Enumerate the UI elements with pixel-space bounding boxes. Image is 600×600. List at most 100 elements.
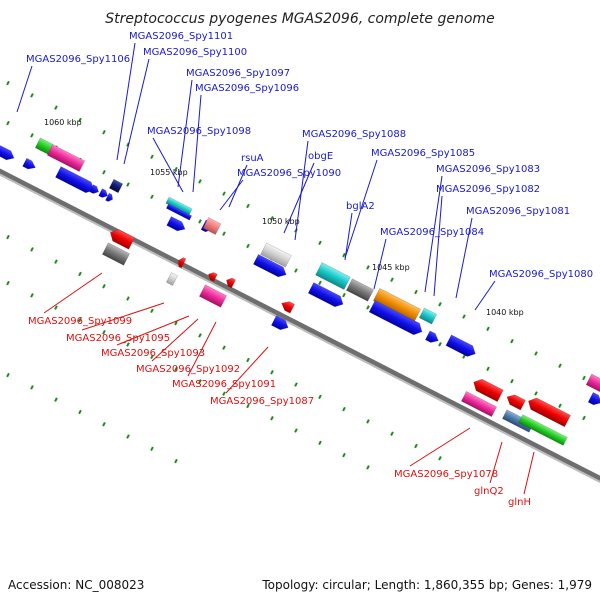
gene-red-2[interactable] bbox=[471, 376, 504, 402]
gene-red-3[interactable] bbox=[525, 395, 571, 428]
gene-blue-8[interactable] bbox=[445, 334, 478, 359]
tick-mark bbox=[246, 243, 250, 249]
tick-mark bbox=[30, 293, 34, 298]
gene-arrow-left-edge[interactable] bbox=[0, 145, 16, 162]
gene-blue-1[interactable] bbox=[55, 166, 96, 196]
tick-mark bbox=[54, 305, 58, 310]
gene-red-small-1[interactable] bbox=[176, 256, 187, 269]
bottom-gene-label[interactable]: MGAS2096_Spy1091 bbox=[172, 379, 276, 390]
gene-green-1[interactable] bbox=[34, 137, 54, 155]
top-gene-label[interactable]: MGAS2096_Spy1100 bbox=[143, 47, 247, 58]
tick-mark bbox=[270, 216, 274, 221]
tick-mark bbox=[102, 284, 106, 289]
leader-line bbox=[373, 238, 387, 290]
tick-mark bbox=[366, 305, 370, 310]
gene-blue-small-6[interactable] bbox=[425, 330, 440, 345]
tick-mark bbox=[78, 409, 82, 415]
gene-pink-1[interactable] bbox=[46, 144, 86, 172]
gene-gray-1[interactable] bbox=[102, 242, 130, 266]
top-gene-label[interactable]: MGAS2096_Spy1088 bbox=[302, 129, 406, 140]
bottom-gene-label[interactable]: MGAS2096_Spy1087 bbox=[210, 396, 314, 407]
gene-pink-2[interactable] bbox=[199, 284, 227, 308]
gene-small-blue-1[interactable] bbox=[22, 157, 38, 171]
tick-mark bbox=[174, 320, 178, 326]
tick-mark bbox=[294, 268, 298, 273]
gene-blue-5[interactable] bbox=[271, 315, 290, 332]
tick-mark bbox=[222, 345, 226, 350]
gene-cyan-3[interactable] bbox=[418, 307, 438, 325]
gene-blue-thin-1[interactable] bbox=[165, 203, 193, 221]
top-gene-label[interactable]: rsuA bbox=[241, 153, 264, 164]
bottom-gene-label[interactable]: glnQ2 bbox=[474, 486, 504, 497]
gene-blue-6[interactable] bbox=[307, 282, 346, 309]
gene-blue-4[interactable] bbox=[253, 254, 288, 279]
top-gene-label[interactable]: MGAS2096_Spy1106 bbox=[26, 54, 130, 65]
top-gene-label[interactable]: bglA2 bbox=[346, 201, 375, 212]
tick-mark bbox=[78, 117, 82, 123]
gene-navy-1[interactable] bbox=[108, 178, 124, 194]
scale-label: 1050 kbp bbox=[262, 217, 300, 226]
tick-mark bbox=[6, 372, 10, 378]
leader-line bbox=[455, 217, 473, 299]
tick-mark bbox=[198, 179, 202, 184]
bottom-gene-label[interactable]: MGAS2096_Spy1092 bbox=[136, 364, 240, 375]
tick-mark bbox=[294, 382, 298, 387]
gene-tiny-blue-3[interactable] bbox=[105, 192, 115, 203]
gene-pink-edge[interactable] bbox=[585, 373, 600, 393]
tick-mark bbox=[438, 342, 442, 347]
bottom-gene-label[interactable]: MGAS2096_Spy1093 bbox=[101, 348, 205, 359]
gene-cyan-2[interactable] bbox=[315, 262, 351, 290]
tick-mark bbox=[78, 271, 82, 277]
leader-line bbox=[177, 79, 193, 188]
tick-mark bbox=[54, 105, 58, 110]
gene-red-small-5[interactable] bbox=[504, 392, 526, 411]
tick-mark bbox=[126, 342, 130, 347]
top-gene-label[interactable]: MGAS2096_Spy1081 bbox=[466, 206, 570, 217]
gene-blue-edge[interactable] bbox=[587, 392, 600, 407]
top-gene-label[interactable]: MGAS2096_Spy1101 bbox=[129, 31, 233, 42]
tick-mark bbox=[270, 370, 274, 375]
gene-gray-2[interactable] bbox=[346, 278, 374, 302]
top-gene-label[interactable]: MGAS2096_Spy1090 bbox=[237, 168, 341, 179]
tick-mark bbox=[534, 391, 538, 396]
gene-salmon-1[interactable] bbox=[202, 217, 222, 235]
bottom-gene-label[interactable]: MGAS2096_Spy1099 bbox=[28, 316, 132, 327]
gene-red-small-3[interactable] bbox=[224, 276, 236, 289]
tick-mark bbox=[414, 443, 418, 449]
gene-tiny-blue-2[interactable] bbox=[98, 188, 110, 200]
top-gene-label[interactable]: MGAS2096_Spy1083 bbox=[436, 164, 540, 175]
bottom-gene-label[interactable]: MGAS2096_Spy1078 bbox=[394, 469, 498, 480]
top-gene-label[interactable]: MGAS2096_Spy1085 bbox=[371, 148, 475, 159]
top-gene-label[interactable]: MGAS2096_Spy1096 bbox=[195, 83, 299, 94]
tick-mark bbox=[462, 354, 466, 359]
leader-line bbox=[344, 212, 353, 261]
tick-mark bbox=[102, 330, 106, 335]
gene-blue-7[interactable] bbox=[368, 300, 425, 337]
top-gene-label[interactable]: MGAS2096_Spy1080 bbox=[489, 269, 593, 280]
gene-red-small-2[interactable] bbox=[207, 271, 218, 282]
gene-tiny-blue-1[interactable] bbox=[89, 184, 101, 196]
tick-mark bbox=[102, 130, 106, 135]
gene-lightgray-1[interactable] bbox=[166, 272, 178, 286]
accession-text: Accession: NC_008023 bbox=[8, 578, 145, 592]
top-gene-label[interactable]: MGAS2096_Spy1097 bbox=[186, 68, 290, 79]
scale-label: 1045 kbp bbox=[372, 263, 410, 272]
gene-green-2[interactable] bbox=[518, 414, 568, 446]
bottom-gene-label[interactable]: MGAS2096_Spy1095 bbox=[66, 333, 170, 344]
top-gene-label[interactable]: MGAS2096_Spy1084 bbox=[380, 227, 484, 238]
gene-red-small-4[interactable] bbox=[279, 299, 295, 314]
tick-mark bbox=[78, 317, 82, 323]
top-gene-label[interactable]: MGAS2096_Spy1098 bbox=[147, 126, 251, 137]
bottom-gene-label[interactable]: glnH bbox=[508, 497, 531, 508]
gene-red-1[interactable] bbox=[107, 227, 135, 250]
leader-line bbox=[219, 179, 244, 211]
top-gene-label[interactable]: MGAS2096_Spy1082 bbox=[436, 184, 540, 195]
tick-mark bbox=[30, 247, 34, 252]
tick-mark bbox=[318, 240, 322, 246]
gene-lightgray-2[interactable] bbox=[260, 242, 292, 268]
leader-line bbox=[16, 65, 33, 113]
gene-blue-2[interactable] bbox=[166, 216, 188, 233]
gene-pink-3[interactable] bbox=[461, 391, 497, 417]
top-gene-label[interactable]: obgE bbox=[308, 151, 333, 162]
